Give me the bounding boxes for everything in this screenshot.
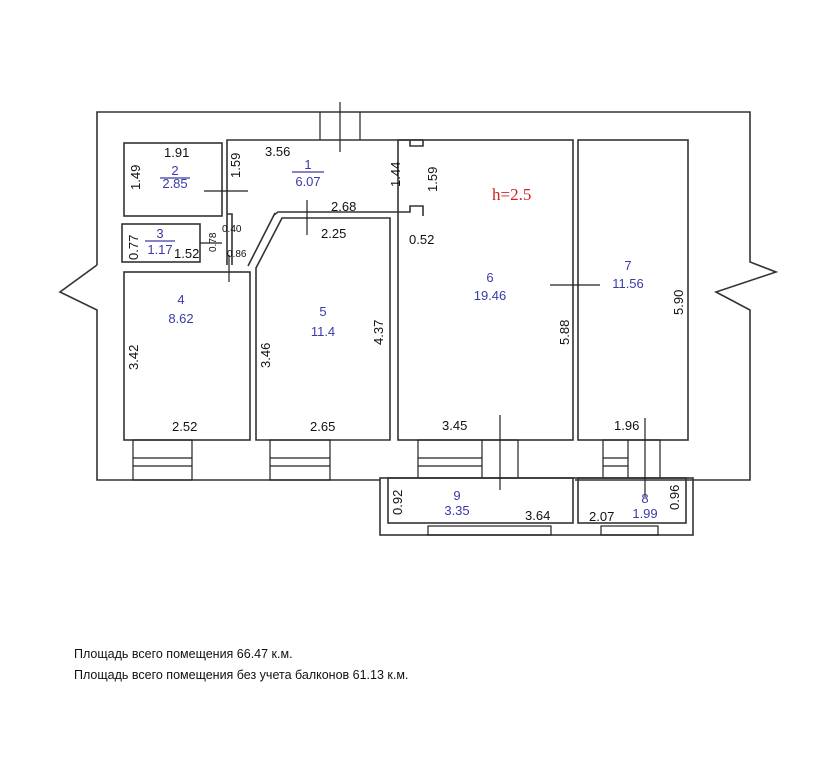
- outer-wall: [96, 111, 779, 481]
- svg-text:4.37: 4.37: [371, 320, 386, 345]
- svg-text:6.07: 6.07: [295, 174, 320, 189]
- svg-text:3: 3: [156, 226, 163, 241]
- svg-text:2.52: 2.52: [172, 419, 197, 434]
- svg-text:0.92: 0.92: [390, 490, 405, 515]
- svg-text:3.46: 3.46: [258, 343, 273, 368]
- svg-text:1.91: 1.91: [164, 145, 189, 160]
- svg-text:2.68: 2.68: [331, 199, 356, 214]
- svg-text:1.59: 1.59: [425, 167, 440, 192]
- windows: [132, 439, 661, 481]
- svg-text:11.4: 11.4: [311, 324, 335, 339]
- svg-text:0.40: 0.40: [222, 224, 242, 235]
- total-area-note: Площадь всего помещения 66.47 к.м.: [74, 647, 293, 661]
- svg-text:3.35: 3.35: [444, 503, 469, 518]
- dimensions: 1.91 1.49 1.59 3.56 1.44 1.59 2.68 2.25 …: [126, 144, 686, 524]
- svg-text:8: 8: [641, 491, 648, 506]
- outer-wall-left: [58, 264, 380, 481]
- svg-text:1.96: 1.96: [614, 418, 639, 433]
- svg-text:6: 6: [486, 270, 493, 285]
- svg-text:3.56: 3.56: [265, 144, 290, 159]
- svg-text:2.65: 2.65: [310, 419, 335, 434]
- svg-text:11.56: 11.56: [612, 276, 644, 291]
- dimension-ticks: [145, 171, 646, 497]
- room-9: [387, 477, 574, 524]
- svg-text:1: 1: [304, 157, 311, 172]
- room-1-inner: [273, 205, 424, 216]
- svg-text:3.45: 3.45: [442, 418, 467, 433]
- svg-text:2.07: 2.07: [589, 509, 614, 524]
- room-1: [226, 139, 424, 265]
- svg-text:5.88: 5.88: [557, 320, 572, 345]
- svg-text:1.59: 1.59: [228, 153, 243, 178]
- room-labels: 1 6.07 22.85 31.17 4 8.62 5 11.4 6 19.46 7 11…: [147, 157, 657, 521]
- svg-text:2: 2: [171, 163, 178, 178]
- svg-text:3.42: 3.42: [126, 345, 141, 370]
- svg-text:0.77: 0.77: [126, 235, 141, 260]
- svg-text:7: 7: [624, 258, 631, 273]
- svg-text:4: 4: [177, 292, 184, 307]
- svg-text:1.49: 1.49: [128, 165, 143, 190]
- svg-text:0.52: 0.52: [409, 232, 434, 247]
- svg-text:1.52: 1.52: [174, 246, 199, 261]
- entrance-door: [319, 102, 361, 152]
- svg-text:3.64: 3.64: [525, 508, 550, 523]
- svg-text:1.99: 1.99: [632, 506, 657, 521]
- svg-text:5: 5: [319, 304, 326, 319]
- svg-text:1.17: 1.17: [147, 242, 172, 257]
- svg-text:0.78: 0.78: [208, 232, 219, 252]
- room-8: [577, 477, 687, 524]
- area-without-balconies-note: Площадь всего помещения без учета балкон…: [74, 668, 409, 682]
- svg-text:0.96: 0.96: [667, 485, 682, 510]
- svg-text:1.44: 1.44: [388, 162, 403, 187]
- room-1-bottom: [227, 213, 233, 265]
- room-4: [123, 271, 251, 441]
- svg-text:2.25: 2.25: [321, 226, 346, 241]
- svg-text:8.62: 8.62: [168, 311, 193, 326]
- room-2: [123, 142, 223, 217]
- svg-text:2.85: 2.85: [162, 176, 187, 191]
- svg-text:19.46: 19.46: [474, 288, 507, 303]
- ceiling-height: h=2.5: [492, 185, 531, 204]
- room-5: [255, 217, 391, 441]
- svg-text:5.90: 5.90: [671, 290, 686, 315]
- svg-text:9: 9: [453, 488, 460, 503]
- svg-text:0.86: 0.86: [227, 249, 247, 260]
